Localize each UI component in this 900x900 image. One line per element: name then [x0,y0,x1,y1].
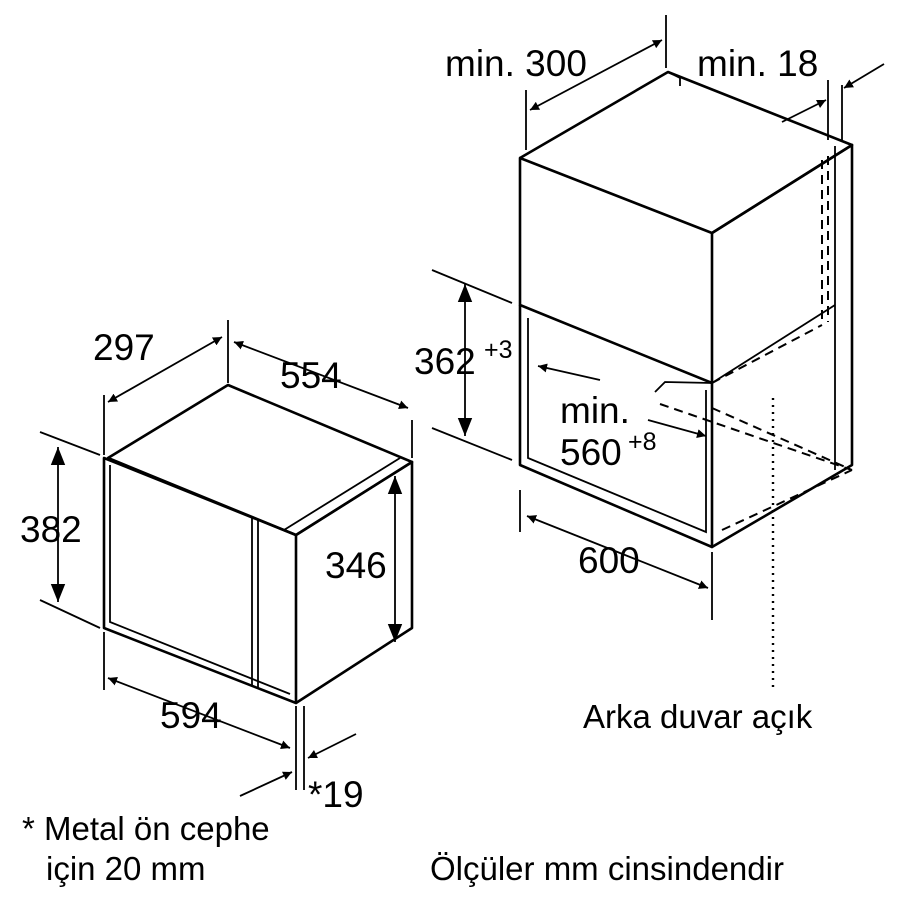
cabinet-upper-top [519,70,854,235]
dim-appliance-depth: 297 [93,327,155,368]
cabinet-dimension-lines [431,15,885,620]
dim-niche-height-tolerance: +3 [484,336,513,364]
cabinet-side-panel [711,143,854,549]
footnote-line2: için 20 mm [46,850,206,887]
dim-appliance-width: 594 [160,695,222,736]
units-note: Ölçüler mm cinsindendir [430,850,784,887]
appliance-door-frame [109,465,291,695]
dim-front-panel: *19 [308,774,364,815]
rear-wall-open-label: Arka duvar açık [583,698,813,735]
appliance-front-bezel [283,457,401,531]
dim-niche-width-tolerance: +8 [628,428,657,456]
cabinet-hidden-edges [659,156,853,531]
dim-niche-width-min-prefix: min. [560,390,630,431]
cabinet-upper-front [518,156,714,385]
dim-appliance-depth-inner: 554 [280,355,342,396]
dim-niche-width-min: 560 [560,432,622,473]
appliance-top-face [106,383,414,537]
appliance-control-panel [251,518,259,688]
footnote-line1: * Metal ön cephe [22,810,270,847]
dim-appliance-front-height: 346 [325,545,387,586]
dim-panel-thickness-min: min. 18 [697,43,818,84]
dim-cabinet-width: 600 [578,540,640,581]
appliance-dimension-lines [39,320,413,797]
dim-niche-depth-min: min. 300 [445,43,587,84]
appliance-right-face [295,460,414,705]
appliance-drawing [102,383,414,705]
cabinet-niche-front [518,305,714,549]
dim-appliance-height: 382 [20,509,82,550]
dim-niche-height: 362 [414,341,476,382]
cabinet-drawing [518,70,854,688]
